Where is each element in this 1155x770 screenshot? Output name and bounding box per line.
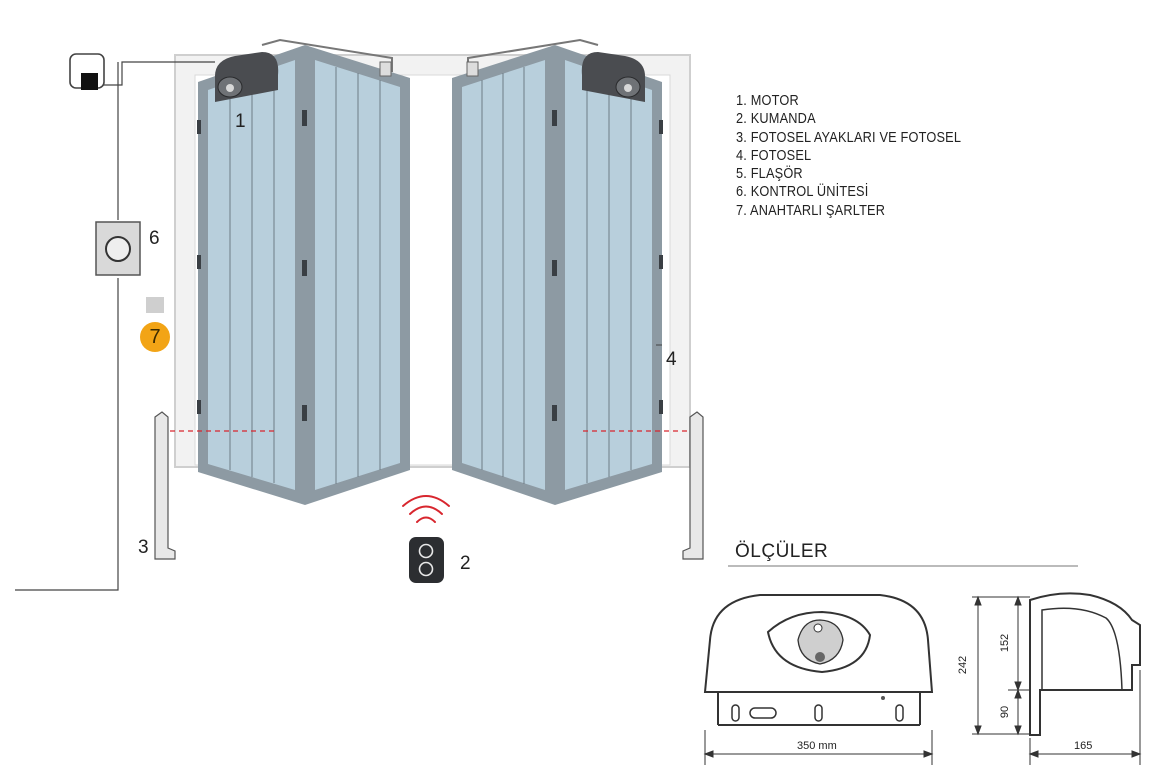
width-dimension-line <box>703 730 934 765</box>
callout-photocell-posts: 3 <box>138 537 149 558</box>
motor-front-view <box>703 594 934 726</box>
legend-item: 5. FLAŞÖR <box>736 166 803 183</box>
dimension-height-upper: 152 <box>999 633 1012 653</box>
motor-left <box>214 52 279 102</box>
door-hinges <box>197 110 663 421</box>
legend-item: 6. KONTROL ÜNİTESİ <box>736 184 869 201</box>
callout-remote: 2 <box>460 553 471 574</box>
dimension-height-total: 242 <box>957 655 970 675</box>
legend-item: 2. KUMANDA <box>736 111 816 128</box>
dimension-width: 350 mm <box>797 740 837 752</box>
flasher <box>69 53 105 90</box>
arm-brackets <box>379 61 479 77</box>
key-switch <box>146 297 164 313</box>
callout-control-unit: 6 <box>149 228 160 249</box>
height-dimension-lines <box>972 595 1030 736</box>
remote-control <box>409 537 444 583</box>
remote-signal-icon <box>402 495 450 523</box>
dimension-height-lower: 90 <box>999 705 1012 719</box>
photocell-post-right <box>682 411 704 560</box>
door-leaf-left-outer <box>198 45 305 505</box>
control-unit <box>95 221 141 276</box>
legend-item: 4. FOTOSEL <box>736 147 812 164</box>
door-leaf-right-inner <box>452 45 555 505</box>
photocell-post-left <box>154 411 176 560</box>
motor-right <box>581 52 646 102</box>
component-legend: 1. MOTOR 2. KUMANDA 3. FOTOSEL AYAKLARI … <box>736 92 992 220</box>
callout-motor: 1 <box>235 111 246 132</box>
depth-dimension-line <box>1028 670 1142 765</box>
legend-item: 7. ANAHTARLI ŞARLTER <box>736 202 886 219</box>
dimension-depth: 165 <box>1074 740 1093 752</box>
callout-key-switch: 7 <box>140 322 170 352</box>
dimensions-title: ÖLÇÜLER <box>735 541 829 562</box>
legend-item: 3. FOTOSEL AYAKLARI VE FOTOSEL <box>736 129 962 146</box>
callout-photocell: 4 <box>666 349 677 370</box>
legend-item: 1. MOTOR <box>736 93 799 109</box>
motor-side-view <box>1029 592 1141 736</box>
door-leaf-left-inner <box>305 45 410 505</box>
wiring <box>15 61 215 591</box>
door-leaf-right-outer <box>555 45 662 505</box>
